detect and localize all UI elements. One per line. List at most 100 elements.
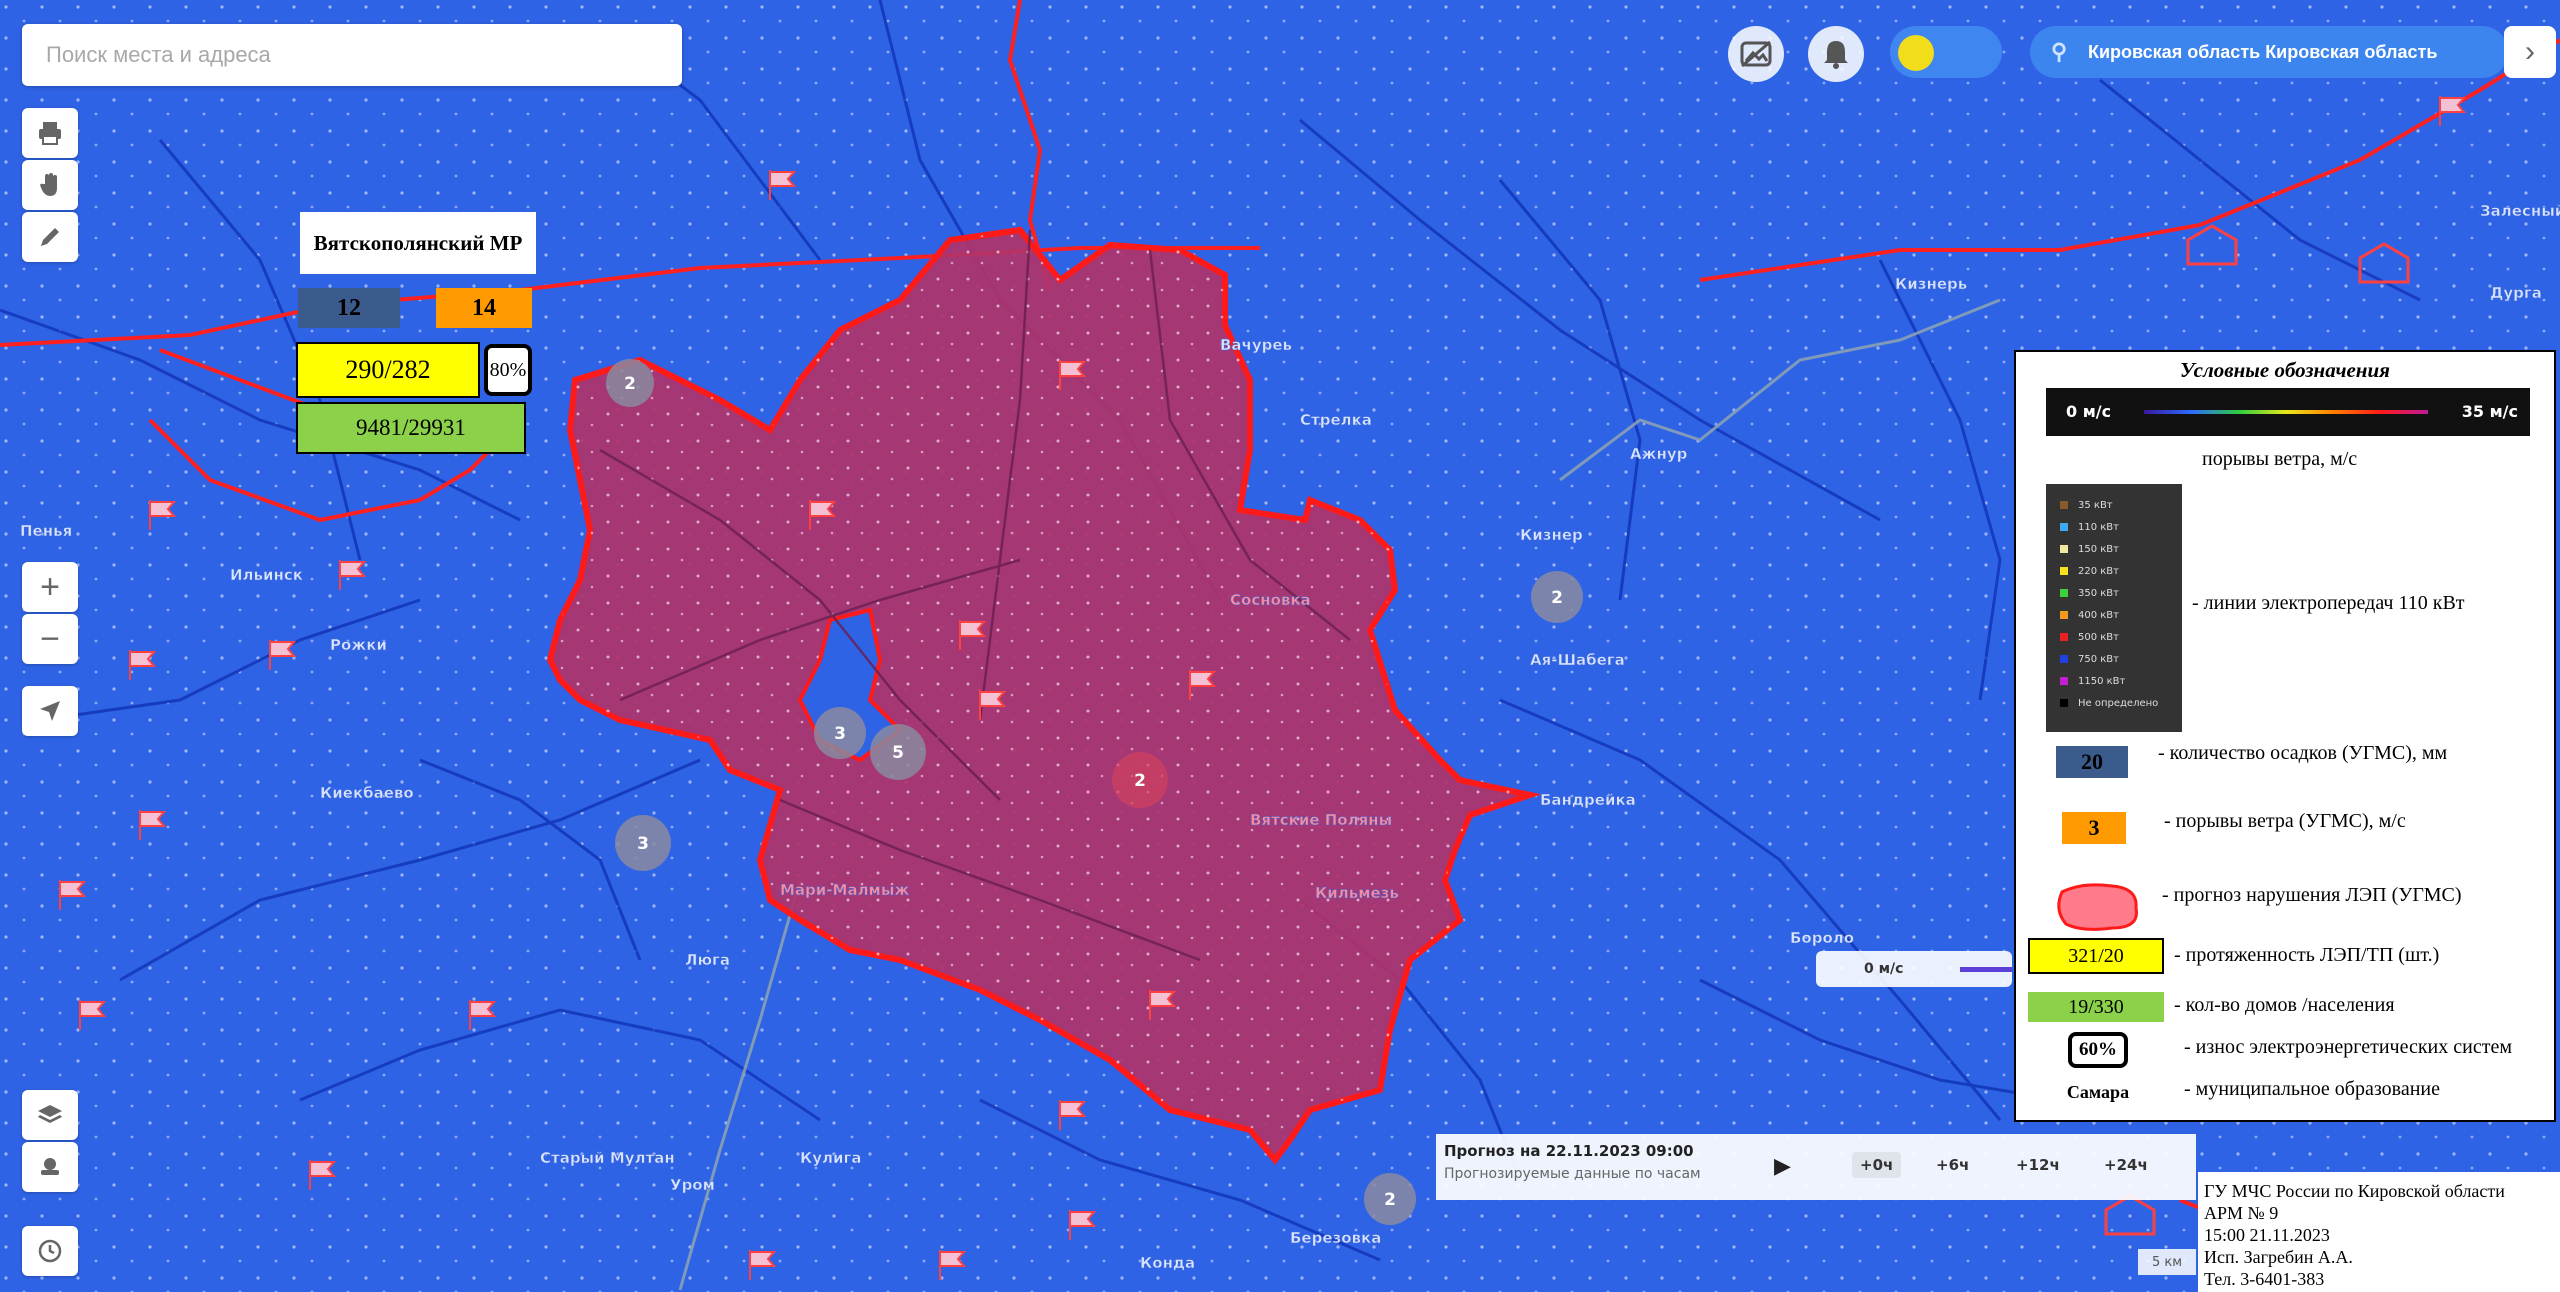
- info-panel: ГУ МЧС России по Кировской области АРМ №…: [2198, 1172, 2560, 1292]
- map-place-label: Ая-Шабега: [1530, 651, 1625, 669]
- search-box[interactable]: [22, 24, 682, 86]
- search-input[interactable]: [22, 24, 682, 86]
- legend-item-risk-zone: - прогноз нарушения ЛЭП (УГМС): [2162, 884, 2462, 906]
- legend-title: Условные обозначения: [2180, 358, 2390, 382]
- cluster-count[interactable]: 2: [1134, 771, 1146, 791]
- legend-item-wear: - износ электроэнергетических систем: [2184, 1036, 2512, 1058]
- pan-button[interactable]: [22, 160, 78, 210]
- powerline-legend-item: 400 кВт: [2060, 610, 2119, 621]
- sun-icon: [1898, 35, 1934, 71]
- basemap-button[interactable]: [22, 1142, 78, 1192]
- map-place-label: Стрелка: [1300, 411, 1372, 429]
- notifications-button[interactable]: [1808, 26, 1864, 82]
- powerline-legend-item: Не определено: [2060, 698, 2158, 709]
- precipitation-sample: 20: [2056, 746, 2128, 778]
- powerline-length-badge: 290/282: [296, 342, 480, 398]
- map-place-label: Ильинск: [230, 566, 303, 584]
- map-place-label: Вачуреь: [1220, 336, 1292, 354]
- cluster-count[interactable]: 5: [892, 743, 904, 763]
- image-off-icon: [1740, 40, 1772, 68]
- play-icon: ▶: [1774, 1154, 1791, 1179]
- legend-item-houses-population: - кол-во домов /населения: [2174, 994, 2395, 1016]
- map-place-label: Ажнур: [1630, 445, 1688, 463]
- map-place-label: Бороло: [1790, 929, 1854, 947]
- legend-item-municipality: - муниципальное образование: [2184, 1078, 2440, 1100]
- map-place-label: Залесный: [2480, 202, 2560, 220]
- forecast-subtitle: Прогнозируемые данные по часам: [1444, 1166, 1701, 1182]
- map-place-label: Вятские Поляны: [1250, 811, 1392, 829]
- forecast-step[interactable]: +0ч: [1852, 1152, 1902, 1178]
- play-button[interactable]: ▶: [1774, 1154, 1791, 1179]
- map-place-label: Рожки: [330, 636, 387, 654]
- map-place-label: Дурга: [2490, 284, 2542, 302]
- region-label: Кировская область Кировская область: [2088, 41, 2438, 62]
- layers-button[interactable]: [22, 1090, 78, 1140]
- powerline-caption: - линии электропередач 110 кВт: [2192, 592, 2465, 614]
- photo-layer-button[interactable]: [1728, 26, 1784, 82]
- map-place-label: Уром: [670, 1176, 715, 1194]
- minus-icon: −: [40, 619, 60, 658]
- wind-gust-sample: 3: [2062, 812, 2126, 844]
- powerline-legend-item: 1150 кВт: [2060, 676, 2125, 687]
- cluster-count[interactable]: 3: [834, 724, 846, 744]
- chevron-right-icon: ›: [2525, 35, 2535, 68]
- map-place-label: Люга: [685, 951, 730, 969]
- cluster-count[interactable]: 2: [1384, 1190, 1396, 1210]
- info-phone: Тел. 3-6401-383: [2204, 1269, 2325, 1289]
- measure-button[interactable]: [22, 212, 78, 262]
- map-place-label: Киекбаево: [320, 784, 414, 802]
- precipitation-badge: 12: [298, 288, 400, 328]
- powerline-legend-item: 35 кВт: [2060, 500, 2113, 511]
- info-org: ГУ МЧС России по Кировской области: [2204, 1181, 2505, 1201]
- powerline-legend-item: 150 кВт: [2060, 544, 2119, 555]
- powerline-legend-item: 220 кВт: [2060, 566, 2119, 577]
- map-place-label: Пенья: [20, 522, 72, 540]
- wear-sample: 60%: [2068, 1032, 2128, 1068]
- forecast-title: Прогноз на 22.11.2023 09:00: [1444, 1142, 1694, 1160]
- map-place-label: Березовка: [1290, 1229, 1381, 1247]
- navigation-arrow-icon: [40, 701, 60, 721]
- info-executor: Исп. Загребин А.А.: [2204, 1247, 2353, 1267]
- wind-gradient-scale: 0 м/с 35 м/с: [2046, 388, 2530, 436]
- cluster-count[interactable]: 3: [637, 834, 649, 854]
- forecast-step[interactable]: +6ч: [1936, 1156, 1970, 1174]
- wear-percent-badge: 80%: [484, 344, 532, 396]
- forecast-step[interactable]: +24ч: [2104, 1156, 2148, 1174]
- region-selector[interactable]: ⚲ Кировская область Кировская область: [2030, 26, 2508, 78]
- map-pin-icon: ⚲: [2050, 39, 2068, 64]
- district-name-label: Вятскополянский МР: [300, 212, 536, 274]
- theme-toggle[interactable]: [1890, 26, 2002, 78]
- map-place-label: Кильмезь: [1315, 884, 1399, 902]
- scale-bar: 5 км: [2138, 1249, 2196, 1275]
- printer-icon: [39, 122, 61, 145]
- powerline-legend-item: 750 кВт: [2060, 654, 2119, 665]
- municipality-sample: Самара: [2066, 1081, 2130, 1102]
- wind-scale-max: 35 м/с: [2461, 402, 2518, 421]
- map-place-label: Кизнерь: [1895, 275, 1967, 293]
- forecast-step[interactable]: +12ч: [2016, 1156, 2060, 1174]
- locate-button[interactable]: [22, 686, 78, 736]
- map-place-label: Кизнер: [1520, 526, 1583, 544]
- powerline-legend-item: 500 кВт: [2060, 632, 2119, 643]
- print-button[interactable]: [22, 108, 78, 158]
- info-datetime: 15:00 21.11.2023: [2204, 1225, 2330, 1245]
- wind-caption: порывы ветра, м/с: [2202, 448, 2358, 470]
- wind-scale-widget: 0 м/с: [1816, 951, 2012, 987]
- legend-panel: Условные обозначения 0 м/с 35 м/с порывы…: [2014, 350, 2556, 1122]
- map-place-label: Кулига: [800, 1149, 862, 1167]
- wind-scale-min: 0 м/с: [2066, 402, 2112, 421]
- powerline-length-sample: 321/20: [2028, 938, 2164, 974]
- map-place-label: Сосновка: [1230, 591, 1311, 609]
- map-place-label: Бандрейка: [1540, 791, 1636, 809]
- info-workstation: АРМ № 9: [2204, 1203, 2279, 1223]
- clock-icon: [38, 1239, 62, 1263]
- zoom-out-button[interactable]: −: [22, 614, 78, 664]
- legend-item-precipitation: - количество осадков (УГМС), мм: [2158, 742, 2448, 764]
- cluster-count[interactable]: 2: [1551, 588, 1563, 608]
- next-button[interactable]: ›: [2504, 26, 2556, 78]
- bell-icon: [1824, 41, 1848, 69]
- houses-population-sample: 19/330: [2028, 992, 2164, 1022]
- cluster-count[interactable]: 2: [624, 374, 636, 394]
- zoom-in-button[interactable]: +: [22, 562, 78, 612]
- history-button[interactable]: [22, 1226, 78, 1276]
